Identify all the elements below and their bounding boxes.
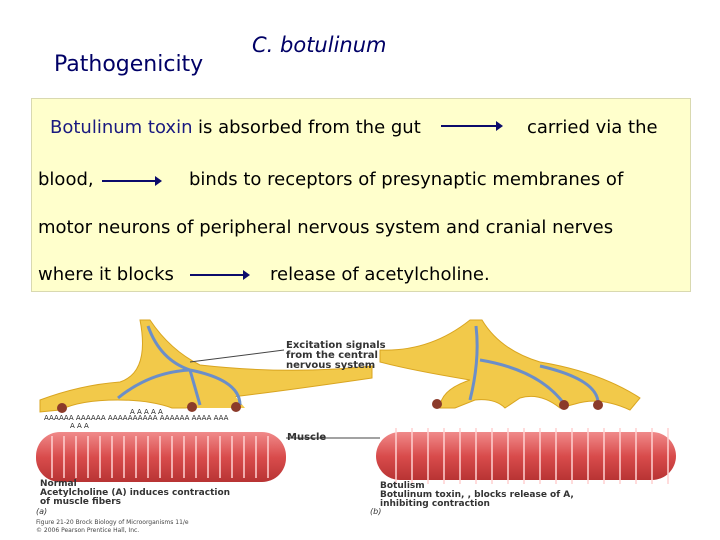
panel-b-label: (b) — [370, 507, 381, 516]
svg-text:© 2006 Pearson Prentice Hall,: © 2006 Pearson Prentice Hall, Inc. — [36, 527, 139, 534]
botulism-caption: Botulism Botulinum toxin, , blocks relea… — [380, 481, 574, 509]
arrow-1-icon — [441, 121, 503, 131]
organism-heading: C. botulinum — [252, 33, 387, 57]
acetylcholine-dots: AAAAAA AAAAAA AAAAAAAAAA AAAAAA AAAA AAA… — [44, 408, 229, 430]
svg-text:nervous system: nervous system — [286, 360, 375, 371]
svg-text:Botulinum toxin, , block: Botulinum toxin, , blocks release of A, — [380, 490, 574, 500]
svg-text:Normal: Normal — [40, 479, 77, 489]
motor-neurons-text: motor neurons of peripheral nervous syst… — [38, 217, 614, 238]
neuron-normal — [39, 319, 373, 413]
muscle-fiber-botulism — [376, 432, 676, 480]
absorbed-text: is absorbed from the gut — [198, 117, 421, 138]
muscle-fiber-normal — [36, 432, 286, 482]
svg-text:A A A: A A A — [70, 422, 89, 430]
blocks-text: where it blocks — [38, 264, 174, 285]
normal-caption: Normal Acetylcholine (A) induces contrac… — [40, 479, 230, 507]
arrow-2-icon — [102, 176, 162, 186]
toxin-text: Botulinum toxin — [50, 117, 193, 138]
svg-text:of muscle fibers: of muscle fibers — [40, 497, 121, 507]
muscle-striations-normal — [51, 436, 269, 478]
figure-credit: Figure 21-20 Brock Biology of Microorgan… — [36, 519, 189, 534]
muscle-striations-botulism — [395, 428, 669, 484]
svg-text:Excitation signals: Excitation signals — [286, 340, 386, 351]
svg-text:from the central: from the central — [286, 350, 378, 361]
release-text: release of acetylcholine. — [270, 264, 490, 285]
panel-a-label: (a) — [36, 507, 47, 516]
svg-text:A A A A A: A A A A A — [130, 408, 163, 416]
blood-text: blood, — [38, 169, 94, 190]
carried-text: carried via the — [527, 117, 658, 138]
description-box — [31, 98, 691, 292]
arrow-3-icon — [190, 270, 250, 280]
pathogenicity-heading: Pathogenicity — [54, 52, 204, 77]
svg-text:Figure 21-20 Brock Biology of: Figure 21-20 Brock Biology of Microorgan… — [36, 519, 189, 526]
svg-text:AAAAAA AAAAAA AAAAAAAAAA AAAAA: AAAAAA AAAAAA AAAAAAAAAA AAAAAA AAAA AAA — [44, 414, 229, 422]
svg-text:Botulism: Botulism — [380, 481, 425, 491]
muscle-label: Muscle — [287, 432, 326, 443]
svg-text:Acetylcholine (A) induces cont: Acetylcholine (A) induces contraction — [40, 488, 230, 498]
binds-text: binds to receptors of presynaptic membra… — [189, 169, 624, 190]
neuron-botulism — [379, 319, 641, 411]
excitation-leader-line — [189, 349, 285, 363]
svg-text:inhibiting contraction: inhibiting contraction — [380, 499, 490, 509]
excitation-label: Excitation signals from the central nerv… — [286, 340, 386, 371]
